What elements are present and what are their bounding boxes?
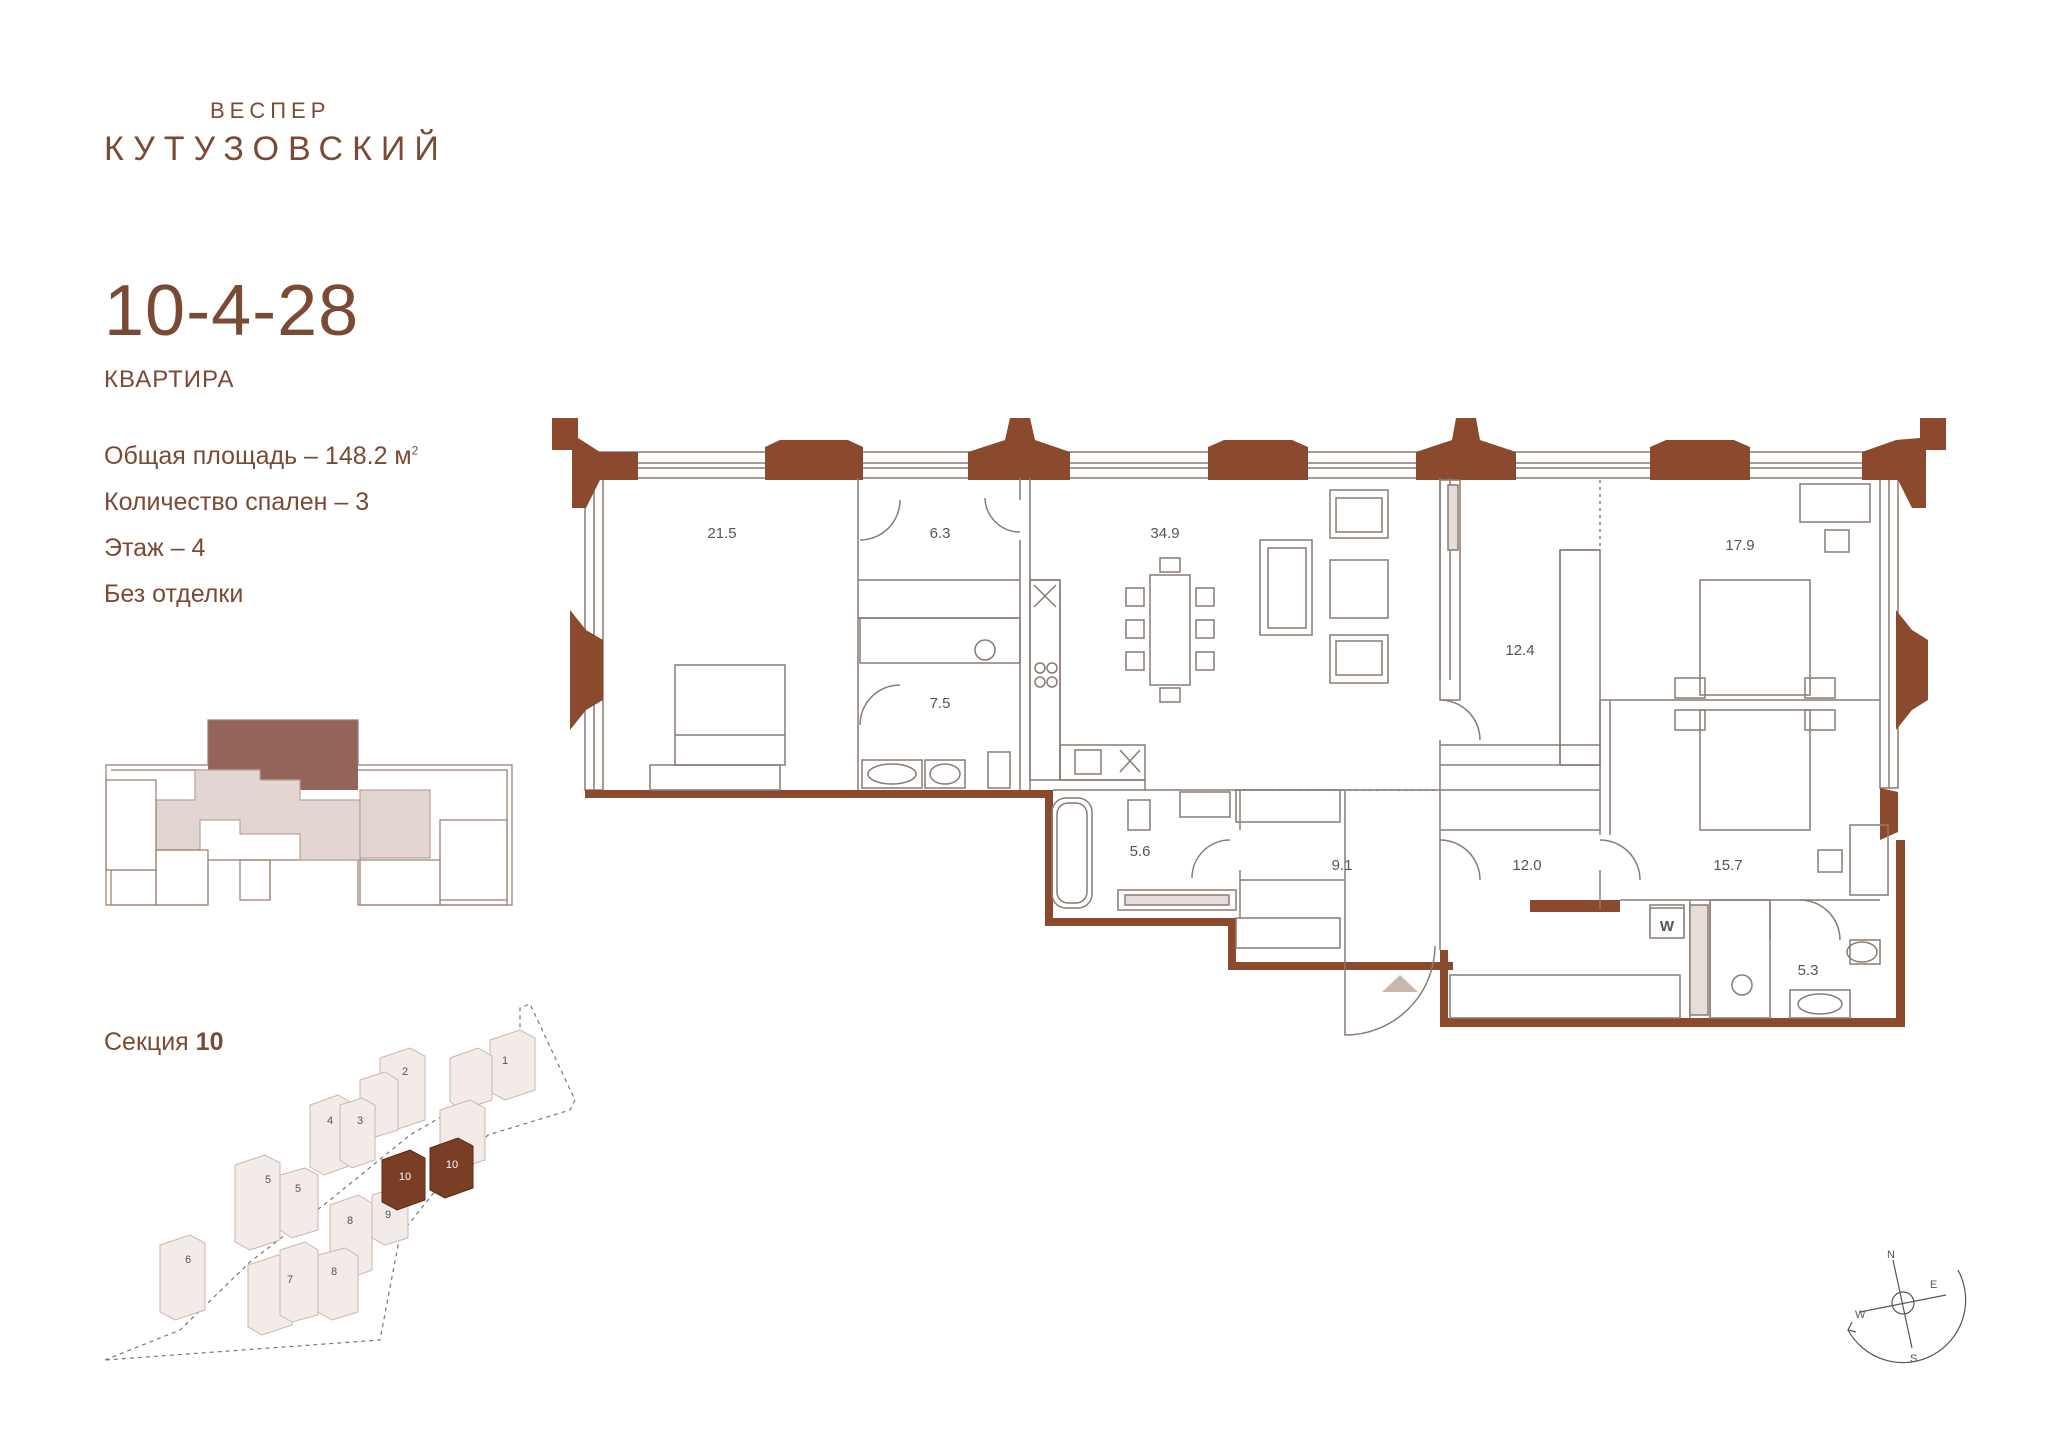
bed-right-top bbox=[1674, 483, 1871, 699]
building-number: 2 bbox=[402, 1066, 408, 1078]
building-number: 8 bbox=[347, 1215, 353, 1227]
room-area-label: 17.9 bbox=[1725, 537, 1754, 554]
compass-w: W bbox=[1855, 1309, 1866, 1321]
bathroom-left bbox=[859, 617, 1021, 789]
wardrobe-box bbox=[1649, 907, 1685, 939]
area-unit-sup: 2 bbox=[411, 443, 419, 458]
wardrobe-mark: W bbox=[1660, 918, 1675, 935]
compass: N E S W bbox=[1847, 1249, 1967, 1365]
building-number: 10 bbox=[446, 1159, 458, 1171]
building-number: 6 bbox=[185, 1254, 191, 1266]
bathroom-middle bbox=[1051, 791, 1237, 911]
compass-n: N bbox=[1887, 1249, 1895, 1261]
kitchen bbox=[1029, 579, 1146, 781]
dashed-dividers bbox=[1236, 480, 1601, 791]
room-area-label: 7.5 bbox=[930, 695, 951, 712]
room-area-label: 5.3 bbox=[1798, 962, 1819, 979]
building-number: 5 bbox=[265, 1174, 271, 1186]
brand-top: ВЕСПЕР bbox=[210, 98, 331, 123]
building-number: 4 bbox=[327, 1115, 333, 1127]
apartment-number: 10-4-28 bbox=[104, 271, 360, 351]
window-band-right bbox=[1879, 477, 1899, 789]
bed-right-bottom bbox=[1674, 709, 1889, 896]
room-area-label: 21.5 bbox=[707, 525, 736, 542]
finish-type: Без отделки bbox=[104, 580, 244, 608]
bathroom-right bbox=[1709, 899, 1881, 1019]
building-number: 8 bbox=[331, 1266, 337, 1278]
room-area-label: 34.9 bbox=[1150, 525, 1179, 542]
floor-number: Этаж – 4 bbox=[104, 534, 206, 562]
brand-name: КУТУЗОВСКИЙ bbox=[104, 130, 448, 168]
apartment-type: КВАРТИРА bbox=[104, 366, 235, 393]
floor-plan bbox=[552, 418, 1946, 1036]
section-label-text: Секция bbox=[104, 1028, 189, 1056]
dining-set bbox=[1125, 557, 1215, 703]
floor-key-plan bbox=[105, 719, 513, 906]
room-area-label: 12.0 bbox=[1512, 857, 1541, 874]
section-number: 10 bbox=[195, 1028, 224, 1056]
bedrooms-count: Количество спален – 3 bbox=[104, 488, 370, 516]
building-numbers: 1 2 3 4 5 5 6 7 8 8 9 10 10 bbox=[185, 1055, 508, 1286]
building-number: 9 bbox=[385, 1209, 391, 1221]
building-number: 3 bbox=[357, 1115, 363, 1127]
room-area-label: 6.3 bbox=[930, 525, 951, 542]
entrance-door bbox=[1344, 945, 1436, 1036]
compass-s: S bbox=[1910, 1353, 1917, 1365]
interior-walls bbox=[857, 478, 1880, 1018]
total-area-text: Общая площадь – 148.2 м bbox=[104, 442, 412, 470]
building-number: 5 bbox=[295, 1183, 301, 1195]
highlighted-section bbox=[381, 1137, 474, 1211]
site-plan: 1 2 3 4 5 5 6 7 8 8 9 10 10 bbox=[104, 1003, 576, 1361]
building-number: 1 bbox=[502, 1055, 508, 1067]
closets bbox=[1235, 479, 1709, 1019]
room-area-label: 9.1 bbox=[1332, 857, 1353, 874]
total-area: Общая площадь – 148.2 м2 bbox=[104, 442, 418, 471]
living-set bbox=[1259, 489, 1389, 684]
site-buildings bbox=[159, 1029, 536, 1336]
room-area-label: 12.4 bbox=[1505, 642, 1534, 659]
room-labels: 21.5 6.3 34.9 17.9 7.5 12.4 5.6 9.1 12.0… bbox=[707, 525, 1818, 979]
section-label: Секция 10 bbox=[104, 1028, 223, 1057]
compass-e: E bbox=[1930, 1279, 1937, 1291]
bed-left bbox=[649, 664, 786, 791]
facade-piers bbox=[552, 418, 1946, 840]
building-number: 7 bbox=[287, 1274, 293, 1286]
building-number: 10 bbox=[399, 1171, 411, 1183]
room-area-label: 15.7 bbox=[1713, 857, 1742, 874]
outer-walls bbox=[585, 790, 1905, 1027]
room-area-label: 5.6 bbox=[1130, 843, 1151, 860]
